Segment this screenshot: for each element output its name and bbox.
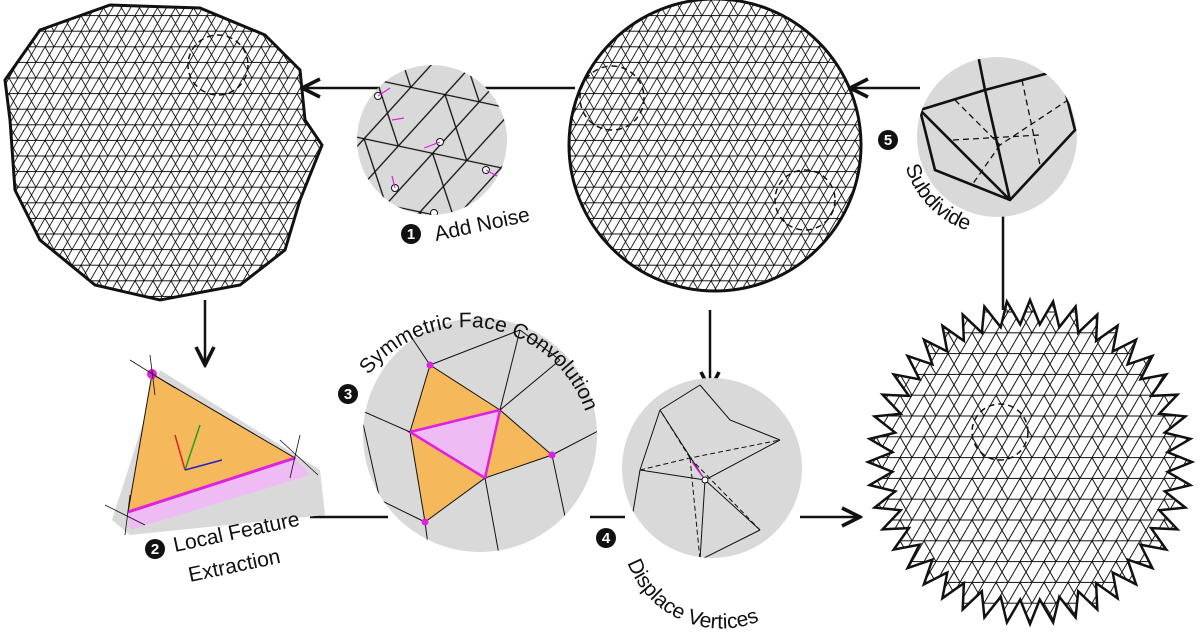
noisy-mesh: [3, 3, 324, 302]
step-number-badge: [338, 384, 358, 404]
step-number-badge: [596, 528, 616, 548]
step-number: 2: [151, 541, 159, 558]
step-number: 1: [407, 226, 415, 243]
displace-vertices-inset: [622, 378, 802, 558]
spiky-result-mesh: [864, 296, 1196, 628]
step-label: Displace Vertices: [623, 555, 762, 633]
step-number-badge: [878, 130, 898, 150]
face-convolution-inset: [363, 318, 597, 552]
base-sphere: [567, 0, 863, 293]
subdivide-inset: [917, 57, 1077, 217]
step-number: 3: [344, 386, 352, 403]
step-number: 5: [884, 132, 892, 149]
step-number-badge: [401, 224, 421, 244]
step-number-badge: [145, 539, 165, 559]
feature-extraction-triangle: [104, 354, 325, 536]
step-number: 4: [602, 530, 611, 547]
add-noise-inset: [357, 65, 507, 215]
